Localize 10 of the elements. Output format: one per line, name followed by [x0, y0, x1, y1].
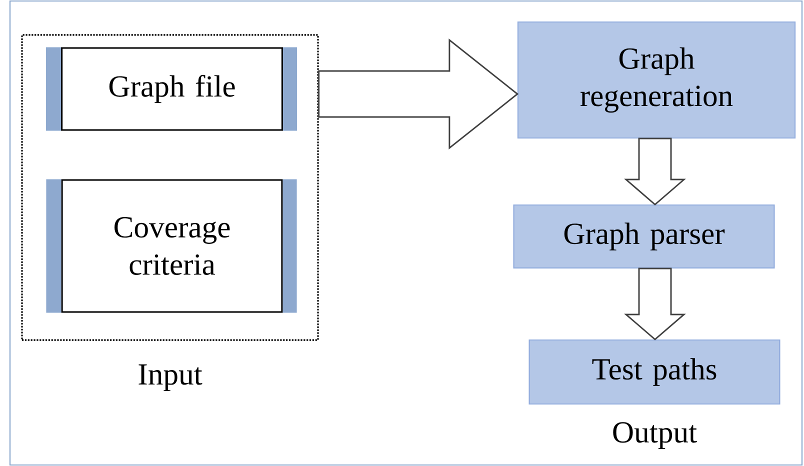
block-arrow: [624, 268, 686, 340]
block-arrow: [624, 138, 686, 206]
process-box: Graph parser: [513, 204, 775, 268]
process-box: Graph regeneration: [517, 21, 796, 139]
block-arrow: [318, 38, 519, 150]
group-label: Input: [138, 364, 202, 392]
input-box: Graph file: [46, 47, 298, 131]
process-box: Test paths: [528, 339, 780, 405]
input-box: Coverage criteria: [46, 179, 297, 313]
caption-label: Output: [613, 422, 697, 449]
